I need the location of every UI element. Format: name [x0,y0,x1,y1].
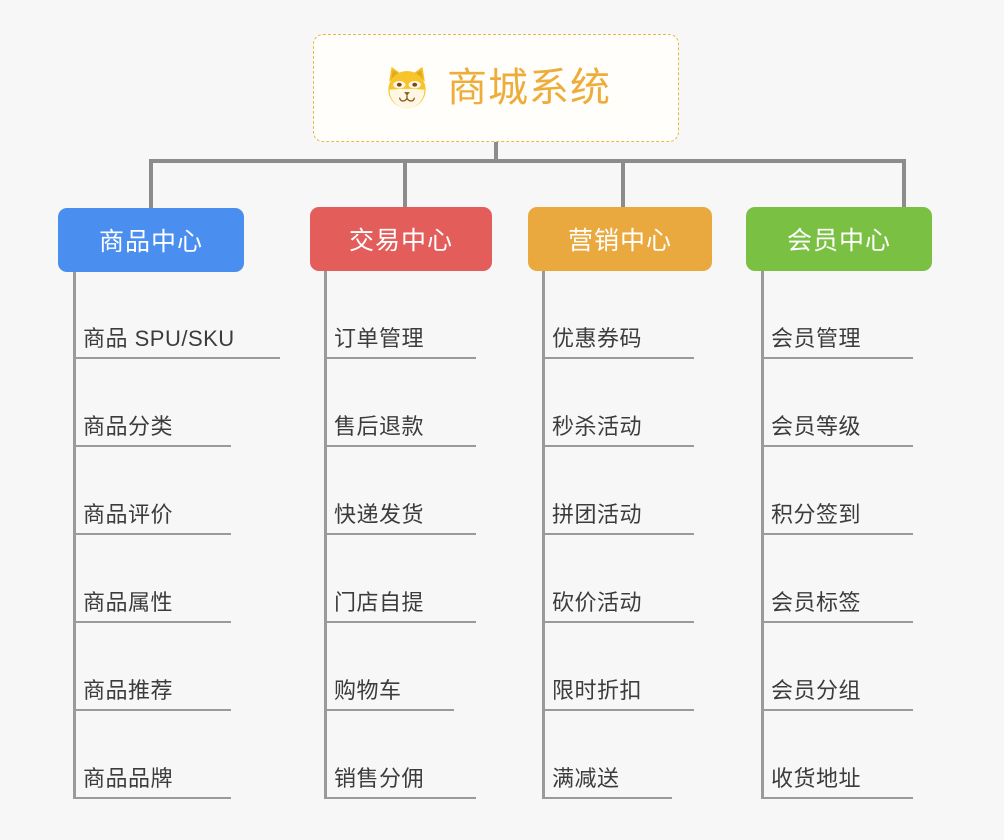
leaf-item[interactable]: 销售分佣 [324,711,476,799]
leaf-item[interactable]: 订单管理 [324,271,476,359]
leaf-item[interactable]: 商品分类 [73,359,231,447]
branch-spine-2 [542,271,545,799]
leaf-item-label: 会员分组 [771,678,862,703]
bus-bar-connector [151,159,906,163]
leaf-item-label: 商品属性 [83,590,174,615]
leaf-item-rule [73,621,231,623]
branch-header-label-2: 营销中心 [567,227,672,255]
root-node[interactable]: 商城系统 [313,34,679,142]
leaf-item-label: 快递发货 [334,502,425,527]
leaf-item[interactable]: 会员标签 [761,535,913,623]
leaf-item-label: 门店自提 [334,590,425,615]
leaf-item[interactable]: 积分签到 [761,447,913,535]
leaf-item-rule [73,357,280,359]
branch-header-0[interactable]: 商品中心 [58,208,244,272]
leaf-item-label: 商品推荐 [83,678,174,703]
branch-drop-connector-3 [621,159,625,208]
leaf-item-rule [324,533,476,535]
leaf-item[interactable]: 购物车 [324,623,454,711]
leaf-item[interactable]: 商品品牌 [73,711,231,799]
leaf-item-rule [542,797,672,799]
leaf-item-rule [324,709,454,711]
leaf-item[interactable]: 商品评价 [73,447,231,535]
leaf-item-rule [542,621,694,623]
leaf-item-label: 商品分类 [83,414,174,439]
leaf-item-label: 优惠券码 [552,326,643,351]
leaf-item-label: 销售分佣 [334,766,425,791]
leaf-item-label: 商品品牌 [83,766,174,791]
branch-spine-0 [73,272,76,799]
leaf-item-label: 会员等级 [771,414,862,439]
leaf-item[interactable]: 会员管理 [761,271,913,359]
branch-spine-1 [324,271,327,799]
leaf-item-rule [761,797,913,799]
leaf-item-label: 购物车 [334,678,402,703]
leaf-item-label: 拼团活动 [552,502,643,527]
leaf-item-label: 会员管理 [771,326,862,351]
leaf-item-label: 商品 SPU/SKU [83,326,235,351]
leaf-item-label: 限时折扣 [552,678,643,703]
leaf-item[interactable]: 售后退款 [324,359,476,447]
leaf-item-rule [542,445,694,447]
root-node-label: 商城系统 [447,66,611,110]
leaf-item-rule [542,709,694,711]
leaf-item-rule [324,797,476,799]
leaf-item[interactable]: 商品推荐 [73,623,231,711]
branch-header-label-0: 商品中心 [98,228,203,256]
leaf-item-rule [761,533,913,535]
root-stem-connector [494,142,498,162]
leaf-item[interactable]: 商品属性 [73,535,231,623]
leaf-item[interactable]: 限时折扣 [542,623,694,711]
branch-header-1[interactable]: 交易中心 [310,207,492,271]
leaf-item-rule [324,621,476,623]
leaf-item-label: 订单管理 [334,326,425,351]
leaf-item[interactable]: 拼团活动 [542,447,694,535]
leaf-item[interactable]: 商品 SPU/SKU [73,271,280,359]
leaf-item-label: 收货地址 [771,766,862,791]
leaf-item[interactable]: 秒杀活动 [542,359,694,447]
leaf-item-rule [73,445,231,447]
leaf-item-rule [324,445,476,447]
leaf-item-label: 会员标签 [771,590,862,615]
leaf-item[interactable]: 收货地址 [761,711,913,799]
leaf-item-label: 售后退款 [334,414,425,439]
leaf-item[interactable]: 快递发货 [324,447,476,535]
leaf-item-rule [761,357,913,359]
leaf-item-rule [761,445,913,447]
leaf-item-label: 秒杀活动 [552,414,643,439]
leaf-item-rule [761,621,913,623]
leaf-item[interactable]: 会员分组 [761,623,913,711]
leaf-item[interactable]: 门店自提 [324,535,476,623]
leaf-item[interactable]: 会员等级 [761,359,913,447]
branch-header-2[interactable]: 营销中心 [528,207,712,271]
branch-spine-3 [761,271,764,799]
leaf-item-label: 积分签到 [771,502,862,527]
branch-header-label-1: 交易中心 [348,227,453,255]
leaf-item-label: 商品评价 [83,502,174,527]
leaf-item-rule [73,533,231,535]
leaf-item-label: 满减送 [552,766,620,791]
leaf-item[interactable]: 优惠券码 [542,271,694,359]
branch-drop-connector-1 [149,159,153,208]
branch-header-label-3: 会员中心 [786,227,891,255]
branch-drop-connector-2 [403,159,407,208]
leaf-item-rule [324,357,476,359]
leaf-item-rule [542,357,694,359]
leaf-item-rule [761,709,913,711]
leaf-item[interactable]: 砍价活动 [542,535,694,623]
leaf-item-label: 砍价活动 [552,590,643,615]
leaf-item-rule [542,533,694,535]
leaf-item-rule [73,709,231,711]
branch-drop-connector-4 [902,159,906,208]
leaf-item[interactable]: 满减送 [542,711,672,799]
shiba-inu-dog-face-icon [388,66,426,109]
leaf-item-rule [73,797,231,799]
branch-header-3[interactable]: 会员中心 [746,207,932,271]
